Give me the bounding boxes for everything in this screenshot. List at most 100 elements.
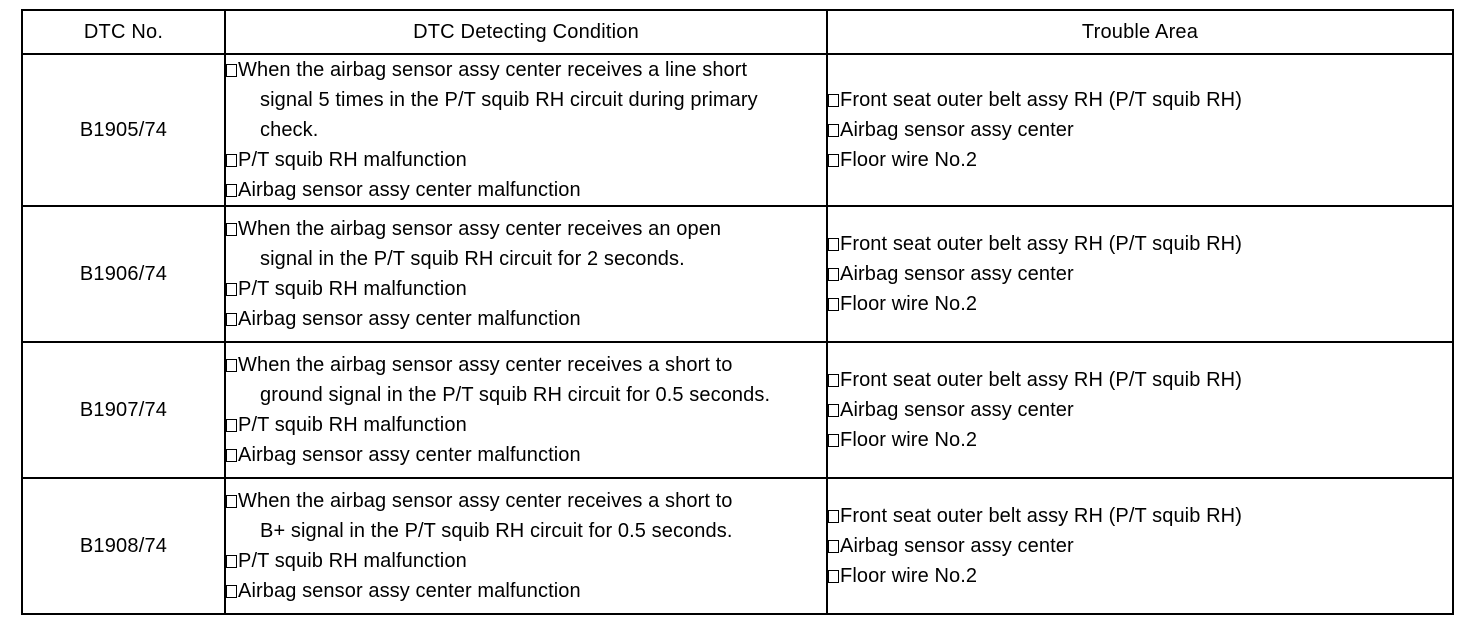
dtc-table: DTC No. DTC Detecting Condition Trouble … xyxy=(21,9,1454,615)
condition-text-continuation: ground signal in the P/T squib RH circui… xyxy=(260,384,771,406)
condition-text: P/T squib RH malfunction xyxy=(238,414,467,436)
trouble-area-text: Airbag sensor assy center xyxy=(840,119,1074,141)
condition-text: When the airbag sensor assy center recei… xyxy=(238,490,733,512)
condition-text-continuation: signal in the P/T squib RH circuit for 2… xyxy=(260,248,685,270)
cell-dtc-no: B1905/74 xyxy=(21,53,226,207)
trouble-area-text: Airbag sensor assy center xyxy=(840,399,1074,421)
trouble-area-list-item: Floor wire No.2 xyxy=(828,289,1452,319)
trouble-area-list-item: Floor wire No.2 xyxy=(828,425,1452,455)
bullet-box-icon xyxy=(226,64,237,77)
trouble-area-text: Floor wire No.2 xyxy=(840,293,978,315)
cell-trouble-area: Front seat outer belt assy RH (P/T squib… xyxy=(826,205,1454,343)
condition-text: When the airbag sensor assy center recei… xyxy=(238,59,748,81)
trouble-area-text: Floor wire No.2 xyxy=(840,429,978,451)
dtc-no-value: B1905/74 xyxy=(79,119,168,141)
bullet-box-icon xyxy=(828,298,839,311)
bullet-box-icon xyxy=(828,268,839,281)
condition-text: Airbag sensor assy center malfunction xyxy=(238,580,581,602)
table-header: DTC No. DTC Detecting Condition Trouble … xyxy=(21,9,1454,55)
condition-list-item: When the airbag sensor assy center recei… xyxy=(226,350,826,410)
trouble-area-list-item: Front seat outer belt assy RH (P/T squib… xyxy=(828,229,1452,259)
condition-list-item: Airbag sensor assy center malfunction xyxy=(226,304,826,334)
cell-dtc-no: B1908/74 xyxy=(21,477,226,615)
column-header-trouble-area: Trouble Area xyxy=(826,9,1454,55)
table-row: B1906/74 When the airbag sensor assy cent… xyxy=(21,205,1454,343)
bullet-box-icon xyxy=(226,223,237,236)
bullet-box-icon xyxy=(828,434,839,447)
condition-list-item: Airbag sensor assy center malfunction xyxy=(226,175,826,205)
trouble-area-list: Front seat outer belt assy RH (P/T squib… xyxy=(828,85,1452,175)
trouble-area-list: Front seat outer belt assy RH (P/T squib… xyxy=(828,229,1452,319)
condition-text: Airbag sensor assy center malfunction xyxy=(238,308,581,330)
bullet-box-icon xyxy=(828,540,839,553)
cell-trouble-area: Front seat outer belt assy RH (P/T squib… xyxy=(826,341,1454,479)
trouble-area-list-item: Airbag sensor assy center xyxy=(828,115,1452,145)
condition-text-continuation: check. xyxy=(260,119,319,141)
dtc-no-value: B1907/74 xyxy=(79,399,168,421)
trouble-area-list-item: Floor wire No.2 xyxy=(828,145,1452,175)
bullet-box-icon xyxy=(828,124,839,137)
condition-text: When the airbag sensor assy center recei… xyxy=(238,354,733,376)
condition-text: Airbag sensor assy center malfunction xyxy=(238,444,581,466)
table-row: B1908/74 When the airbag sensor assy cent… xyxy=(21,477,1454,615)
condition-list-item: P/T squib RH malfunction xyxy=(226,145,826,175)
bullet-box-icon xyxy=(226,449,237,462)
column-header-dtc-no: DTC No. xyxy=(21,9,226,55)
condition-list-item: P/T squib RH malfunction xyxy=(226,546,826,576)
cell-detecting-condition: When the airbag sensor assy center recei… xyxy=(224,341,828,479)
condition-text: P/T squib RH malfunction xyxy=(238,278,467,300)
cell-detecting-condition: When the airbag sensor assy center recei… xyxy=(224,205,828,343)
trouble-area-text: Floor wire No.2 xyxy=(840,149,978,171)
bullet-box-icon xyxy=(226,495,237,508)
bullet-box-icon xyxy=(226,359,237,372)
bullet-box-icon xyxy=(828,238,839,251)
cell-dtc-no: B1906/74 xyxy=(21,205,226,343)
condition-list-item: P/T squib RH malfunction xyxy=(226,274,826,304)
bullet-box-icon xyxy=(226,283,237,296)
condition-list-item: Airbag sensor assy center malfunction xyxy=(226,440,826,470)
column-header-condition-label: DTC Detecting Condition xyxy=(413,21,639,43)
condition-list-item: When the airbag sensor assy center recei… xyxy=(226,486,826,546)
condition-text: Airbag sensor assy center malfunction xyxy=(238,179,581,201)
condition-text: When the airbag sensor assy center recei… xyxy=(238,218,722,240)
trouble-area-text: Airbag sensor assy center xyxy=(840,263,1074,285)
cell-trouble-area: Front seat outer belt assy RH (P/T squib… xyxy=(826,477,1454,615)
trouble-area-list-item: Airbag sensor assy center xyxy=(828,259,1452,289)
condition-list-item: When the airbag sensor assy center recei… xyxy=(226,55,826,145)
trouble-area-text: Airbag sensor assy center xyxy=(840,535,1074,557)
trouble-area-text: Front seat outer belt assy RH (P/T squib… xyxy=(840,233,1242,255)
dtc-no-value: B1908/74 xyxy=(79,535,168,557)
bullet-box-icon xyxy=(828,94,839,107)
trouble-area-list-item: Airbag sensor assy center xyxy=(828,531,1452,561)
trouble-area-list-item: Front seat outer belt assy RH (P/T squib… xyxy=(828,85,1452,115)
trouble-area-list: Front seat outer belt assy RH (P/T squib… xyxy=(828,365,1452,455)
cell-detecting-condition: When the airbag sensor assy center recei… xyxy=(224,477,828,615)
cell-detecting-condition: When the airbag sensor assy center recei… xyxy=(224,53,828,207)
table-row: B1907/74 When the airbag sensor assy cent… xyxy=(21,341,1454,479)
trouble-area-list-item: Floor wire No.2 xyxy=(828,561,1452,591)
condition-list: When the airbag sensor assy center recei… xyxy=(226,486,826,606)
trouble-area-list-item: Airbag sensor assy center xyxy=(828,395,1452,425)
condition-list-item: Airbag sensor assy center malfunction xyxy=(226,576,826,606)
condition-text-continuation: signal 5 times in the P/T squib RH circu… xyxy=(260,89,758,111)
trouble-area-text: Front seat outer belt assy RH (P/T squib… xyxy=(840,369,1242,391)
bullet-box-icon xyxy=(828,510,839,523)
cell-dtc-no: B1907/74 xyxy=(21,341,226,479)
condition-list-item: P/T squib RH malfunction xyxy=(226,410,826,440)
trouble-area-text: Floor wire No.2 xyxy=(840,565,978,587)
bullet-box-icon xyxy=(828,404,839,417)
column-header-trouble-area-label: Trouble Area xyxy=(1081,21,1199,43)
bullet-box-icon xyxy=(226,419,237,432)
bullet-box-icon xyxy=(226,555,237,568)
bullet-box-icon xyxy=(828,570,839,583)
condition-text: P/T squib RH malfunction xyxy=(238,550,467,572)
trouble-area-list-item: Front seat outer belt assy RH (P/T squib… xyxy=(828,501,1452,531)
bullet-box-icon xyxy=(828,374,839,387)
trouble-area-list: Front seat outer belt assy RH (P/T squib… xyxy=(828,501,1452,591)
condition-list: When the airbag sensor assy center recei… xyxy=(226,214,826,334)
table-row: B1905/74 When the airbag sensor assy cent… xyxy=(21,53,1454,207)
column-header-condition: DTC Detecting Condition xyxy=(224,9,828,55)
column-header-dtc-no-label: DTC No. xyxy=(83,21,164,43)
